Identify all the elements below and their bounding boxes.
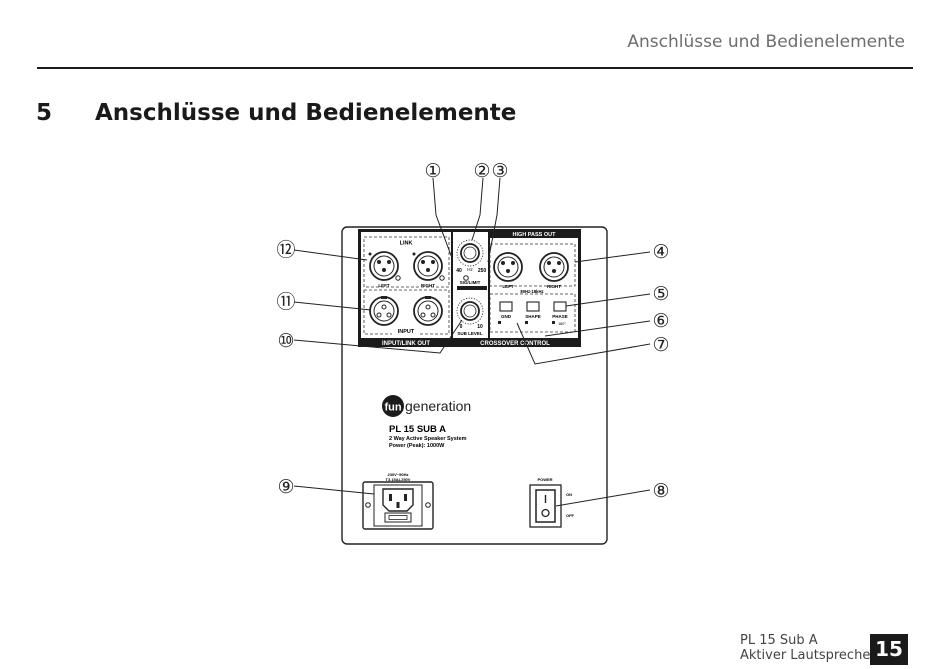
- level-max-label: 10: [477, 324, 483, 330]
- hp-range-label: 80Hz-18kHz: [520, 289, 543, 294]
- callout-8: ⑧: [652, 481, 669, 502]
- xlr-link-right: [412, 251, 445, 281]
- sig-limit-bar: [457, 286, 487, 290]
- callout-6: ⑥: [652, 311, 669, 332]
- xlr-input-left: [369, 296, 399, 326]
- control-area: [453, 232, 488, 338]
- hp-area: [490, 238, 578, 338]
- callout-7: ⑦: [652, 335, 669, 356]
- cabinet-outline: [341, 226, 608, 545]
- callout-1: ①: [424, 161, 441, 182]
- callout-12: ⑫: [276, 239, 295, 261]
- link-right-label: RIGHT: [421, 283, 435, 288]
- iec-power-inlet: [362, 481, 434, 530]
- freq-max-label: 250: [478, 268, 487, 274]
- crossover-frequency-knob: [456, 239, 484, 267]
- header-rule: [37, 67, 913, 69]
- model-desc-1: 2 Way Active Speaker System: [389, 436, 467, 442]
- model-name: PL 15 SUB A: [389, 424, 446, 435]
- gnd-switch: [499, 301, 513, 312]
- high-pass-out-label: HIGH PASS OUT: [513, 232, 557, 238]
- on-label: ON: [566, 492, 572, 497]
- fuse-label: T3.15AL250V: [386, 477, 411, 482]
- shape-switch: [526, 301, 540, 312]
- power-label: POWER: [537, 477, 552, 482]
- power-switch: [529, 484, 562, 528]
- leader-lines: [293, 177, 651, 507]
- callout-3: ③: [491, 161, 508, 182]
- link-dashed-box: [363, 236, 450, 288]
- brand-generation: generation: [405, 398, 471, 414]
- callout-4: ④: [652, 242, 669, 263]
- off-label: OFF: [566, 513, 575, 518]
- freq-unit-label: Hz: [467, 267, 473, 272]
- gnd-label: GND: [501, 314, 512, 319]
- phase-label: PHASE: [552, 314, 568, 319]
- brand-logo-circle: [382, 395, 404, 417]
- callout-10: ⑩: [277, 331, 294, 352]
- running-header: Anschlüsse und Bedienelemente: [627, 32, 905, 52]
- freq-min-label: 40: [456, 268, 462, 274]
- brand-fun: fun: [384, 402, 401, 414]
- callout-9: ⑨: [277, 477, 294, 498]
- callout-11: ⑪: [276, 291, 295, 313]
- sig-limit-label: SIG/LIMIT: [460, 280, 481, 285]
- footer-product: PL 15 Sub A Aktiver Lautsprecher: [740, 633, 876, 663]
- input-area: [361, 232, 451, 338]
- link-label: LINK: [400, 241, 413, 247]
- page-number: 15: [870, 634, 908, 665]
- level-min-label: 0: [460, 324, 463, 330]
- input-link-out-label: INPUT/LINK OUT: [382, 341, 430, 347]
- xlr-hp-right: [539, 252, 569, 282]
- phase-switch: [553, 301, 567, 312]
- link-left-label: LEFT: [378, 283, 389, 288]
- xlr-link-left: [368, 251, 401, 281]
- hp-right-label: RIGHT: [547, 284, 561, 289]
- shape-label: SHAPE: [525, 314, 541, 319]
- callout-5: ⑤: [652, 284, 669, 305]
- mains-label: 230V~50Hz: [387, 472, 408, 477]
- sig-limit-led: [463, 275, 469, 281]
- model-desc-2: Power (Peak): 1000W: [389, 443, 445, 449]
- input-label: INPUT: [398, 329, 415, 335]
- xlr-input-right: [413, 296, 443, 326]
- crossover-control-label: CROSSOVER CONTROL: [480, 341, 550, 347]
- phase-value: 180°: [558, 322, 566, 326]
- footer-product-name: PL 15 Sub A: [740, 633, 818, 648]
- hp-dashed-box: [489, 243, 576, 287]
- xlr-hp-left: [493, 252, 523, 282]
- switch-dashed-box: [489, 293, 576, 333]
- callout-2: ②: [473, 161, 490, 182]
- hp-left-label: LEFT: [502, 284, 513, 289]
- section-number: 5: [36, 100, 53, 126]
- footer-product-subtitle: Aktiver Lautsprecher: [740, 648, 876, 663]
- callouts: ① ② ③ ④ ⑤ ⑥ ⑦ ⑧ ⑨ ⑩ ⑪ ⑫: [276, 161, 669, 502]
- sub-level-knob: [456, 297, 484, 325]
- section-title: Anschlüsse und Bedienelemente: [95, 100, 517, 126]
- sub-level-label: SUB LEVEL: [457, 331, 483, 336]
